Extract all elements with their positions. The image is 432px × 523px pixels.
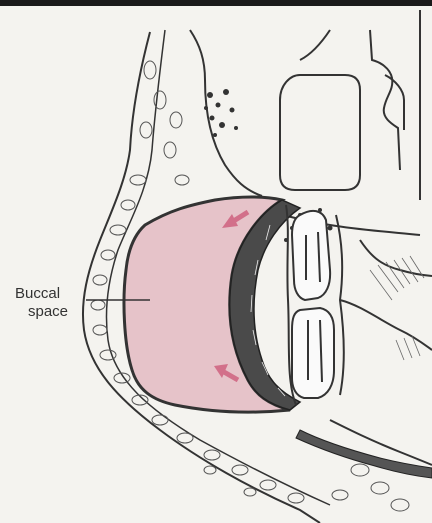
upper-molar (292, 211, 330, 300)
lower-molar (292, 308, 334, 398)
buccal-label-line-1: Buccal (15, 285, 60, 303)
tongue-striations (370, 256, 424, 360)
buccal-label-line-2: space (28, 303, 68, 321)
teeth (292, 211, 334, 398)
